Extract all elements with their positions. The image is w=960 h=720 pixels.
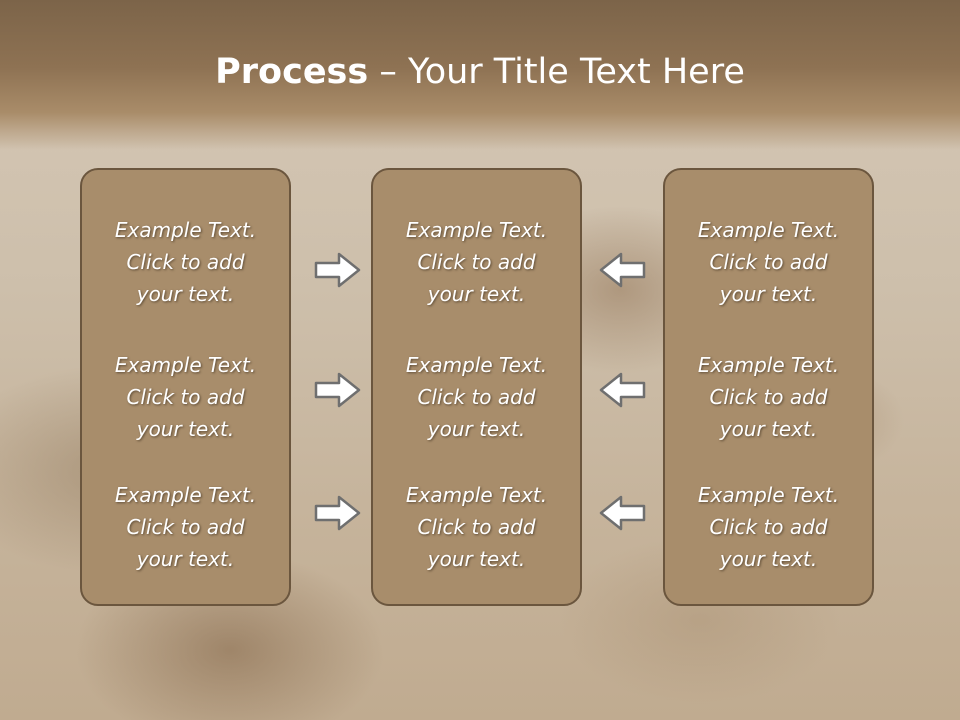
text-line: your text.	[427, 417, 526, 441]
text-line: Click to add	[417, 385, 536, 409]
title-rest: – Your Title Text Here	[368, 52, 745, 92]
text-line: Example Text.	[405, 353, 548, 377]
text-placeholder[interactable]: Example Text. Click to add your text.	[665, 214, 872, 310]
header-band	[0, 0, 960, 150]
panel-right: Example Text. Click to add your text. Ex…	[663, 168, 874, 606]
text-line: Click to add	[417, 250, 536, 274]
text-line: your text.	[719, 417, 818, 441]
text-line: Click to add	[709, 385, 828, 409]
arrow-left-icon	[599, 252, 646, 288]
text-line: Click to add	[709, 250, 828, 274]
text-line: Example Text.	[114, 218, 257, 242]
text-line: your text.	[136, 282, 235, 306]
text-placeholder[interactable]: Example Text. Click to add your text.	[82, 479, 289, 575]
text-placeholder[interactable]: Example Text. Click to add your text.	[82, 349, 289, 445]
text-placeholder[interactable]: Example Text. Click to add your text.	[665, 479, 872, 575]
text-line: your text.	[719, 282, 818, 306]
text-line: Example Text.	[405, 483, 548, 507]
panel-middle: Example Text. Click to add your text. Ex…	[371, 168, 582, 606]
arrow-right-icon	[314, 372, 361, 408]
arrow-right-icon	[314, 495, 361, 531]
text-line: Click to add	[126, 515, 245, 539]
text-line: Click to add	[126, 250, 245, 274]
text-line: Click to add	[417, 515, 536, 539]
text-line: Example Text.	[405, 218, 548, 242]
text-placeholder[interactable]: Example Text. Click to add your text.	[373, 479, 580, 575]
text-placeholder[interactable]: Example Text. Click to add your text.	[82, 214, 289, 310]
text-line: Example Text.	[114, 483, 257, 507]
text-line: Example Text.	[697, 218, 840, 242]
text-placeholder[interactable]: Example Text. Click to add your text.	[665, 349, 872, 445]
text-line: your text.	[427, 547, 526, 571]
title-bold: Process	[215, 52, 369, 92]
text-line: Click to add	[126, 385, 245, 409]
panel-left: Example Text. Click to add your text. Ex…	[80, 168, 291, 606]
text-line: your text.	[136, 417, 235, 441]
text-line: Click to add	[709, 515, 828, 539]
slide-title[interactable]: Process – Your Title Text Here	[0, 52, 960, 92]
text-line: your text.	[427, 282, 526, 306]
text-line: your text.	[136, 547, 235, 571]
text-line: Example Text.	[114, 353, 257, 377]
arrow-left-icon	[599, 495, 646, 531]
text-line: Example Text.	[697, 353, 840, 377]
text-line: your text.	[719, 547, 818, 571]
arrow-left-icon	[599, 372, 646, 408]
text-placeholder[interactable]: Example Text. Click to add your text.	[373, 214, 580, 310]
text-line: Example Text.	[697, 483, 840, 507]
arrow-right-icon	[314, 252, 361, 288]
text-placeholder[interactable]: Example Text. Click to add your text.	[373, 349, 580, 445]
